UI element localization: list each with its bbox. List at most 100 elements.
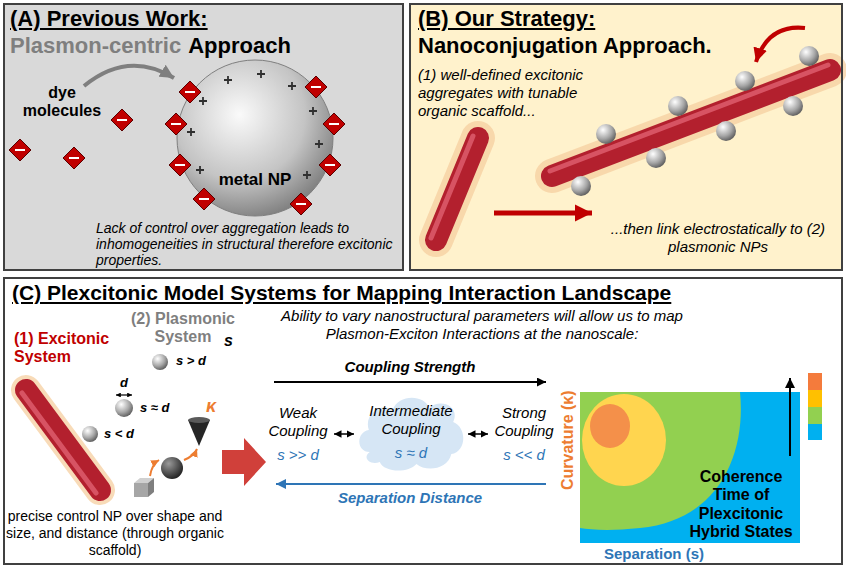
process-arrow <box>84 66 174 86</box>
color-scale <box>808 373 822 440</box>
heatmap-label: Coherence Time of Plexcitonic Hybrid Sta… <box>682 468 800 542</box>
panel-note: Ability to vary nanostructural parameter… <box>262 307 702 343</box>
excitonic-rod <box>550 65 828 171</box>
excitonic-rod <box>26 390 100 490</box>
distance-condition: s > d <box>176 354 206 369</box>
plasmonic-sphere <box>799 46 819 66</box>
panel-note: Lack of control over aggregation leads t… <box>96 220 398 268</box>
plasmonic-sphere <box>735 71 755 91</box>
shape-variants <box>150 460 159 476</box>
dye-molecule <box>9 76 345 215</box>
color-scale <box>808 407 822 424</box>
step-note: (1) well-defined excitonic aggregates wi… <box>418 66 623 120</box>
dimension-arrow <box>116 394 132 395</box>
regime-name: Weak Coupling <box>266 404 330 440</box>
plasmonic-sphere <box>646 148 666 168</box>
axis-label: Curvature (κ) <box>559 390 577 490</box>
nanoparticle-drawing <box>187 70 323 179</box>
panel-subtitle: Plasmon-centric <box>10 33 181 58</box>
system-label: (1) Excitonic System <box>14 330 128 367</box>
regime-name: Intermediate Coupling <box>362 402 460 438</box>
dye-label: dye molecules <box>16 84 108 121</box>
heatmap <box>580 392 800 543</box>
panel-note: precise control NP over shape and size, … <box>6 508 224 558</box>
plasmonic-sphere <box>716 121 736 141</box>
distance-condition: s ≈ d <box>140 401 170 416</box>
excitonic-rod <box>431 136 473 238</box>
panel-ground <box>409 3 843 271</box>
excitonic-rod <box>552 70 830 176</box>
panel-title: (C) Plexcitonic Model Systems for Mappin… <box>12 281 671 305</box>
coupling-regime: Strong Coupling s << d <box>490 404 558 464</box>
excitonic-rod <box>22 393 96 493</box>
excitonic-rod <box>436 138 478 240</box>
panel-subtitle: Nanoconjugation Approach. <box>418 33 712 58</box>
regime-condition: s ≈ d <box>362 444 460 462</box>
excitonic-rod <box>26 390 100 490</box>
axis-arrow <box>276 483 546 485</box>
excitonic-rod <box>22 390 100 493</box>
panel-ground <box>3 3 843 565</box>
shape-variants <box>148 478 154 497</box>
regime-name: Strong Coupling <box>492 404 556 440</box>
shape-variants <box>134 417 210 497</box>
process-arrow <box>756 28 805 62</box>
panel-subtitle: Approach <box>188 33 291 58</box>
nanoparticle-drawing <box>177 60 333 216</box>
process-arrow <box>494 211 592 216</box>
plasmonic-sphere <box>82 354 168 442</box>
heatmap <box>582 394 666 486</box>
panel-ground <box>3 277 843 565</box>
coupling-regime: Weak Coupling s >> d <box>264 404 332 464</box>
shape-variants <box>161 457 183 479</box>
plasmonic-sphere <box>783 96 803 116</box>
heatmap <box>580 392 800 543</box>
excitonic-rod <box>436 138 478 240</box>
nanoparticle-circle: metal NP <box>177 60 333 216</box>
distance-symbol: s <box>224 332 233 350</box>
shape-variants <box>184 449 197 460</box>
panel-title: (B) Our Strategy: <box>418 6 595 31</box>
excitonic-rod <box>552 70 830 176</box>
distance-condition: s < d <box>104 427 134 442</box>
shape-variants <box>134 483 148 497</box>
heatmap <box>590 404 630 448</box>
plasmonic-sphere <box>596 124 616 144</box>
regime-condition: s >> d <box>266 446 330 464</box>
color-scale <box>808 390 822 407</box>
step-note: ...then link electrostatically to (2) pl… <box>598 220 838 256</box>
axis-label: Coupling Strength <box>335 358 485 375</box>
coupling-connector <box>468 433 488 435</box>
panel-ground <box>3 3 404 271</box>
shape-variants <box>188 420 210 446</box>
axis-arrow <box>789 378 791 456</box>
plasmonic-sphere <box>115 399 133 417</box>
nanoparticle-label: metal NP <box>177 170 333 190</box>
plasmonic-sphere <box>82 426 98 442</box>
plasmonic-sphere <box>668 96 688 116</box>
color-scale <box>808 424 822 440</box>
curvature-symbol: κ <box>206 396 216 417</box>
shape-variants <box>188 417 210 423</box>
plasmonic-sphere <box>571 176 591 196</box>
diameter-symbol: d <box>120 376 128 391</box>
cloud-shape <box>359 398 463 471</box>
plasmonic-sphere <box>571 46 819 196</box>
panel-title: (A) Previous Work: <box>10 6 208 31</box>
axis-arrow <box>274 381 546 383</box>
coupling-connector <box>334 433 354 435</box>
plasmonic-sphere <box>152 354 168 370</box>
axis-label: Separation (s) <box>604 545 704 562</box>
big-arrow <box>222 438 266 486</box>
regime-condition: s << d <box>492 446 556 464</box>
panel-box: (B) Our Strategy:Nanoconjugation Approac… <box>409 3 843 271</box>
heatmap-region: Coherence Time of Plexcitonic Hybrid Sta… <box>580 392 800 543</box>
color-scale <box>808 373 822 390</box>
axis-label: Separation Distance <box>320 489 500 506</box>
panel-box: metal NP (A) Previous Work:Plasmon-centri… <box>3 3 404 271</box>
nanoparticle-drawing <box>177 60 333 216</box>
panel-box: Weak Coupling s >> d Intermediate Coupling… <box>3 277 843 565</box>
